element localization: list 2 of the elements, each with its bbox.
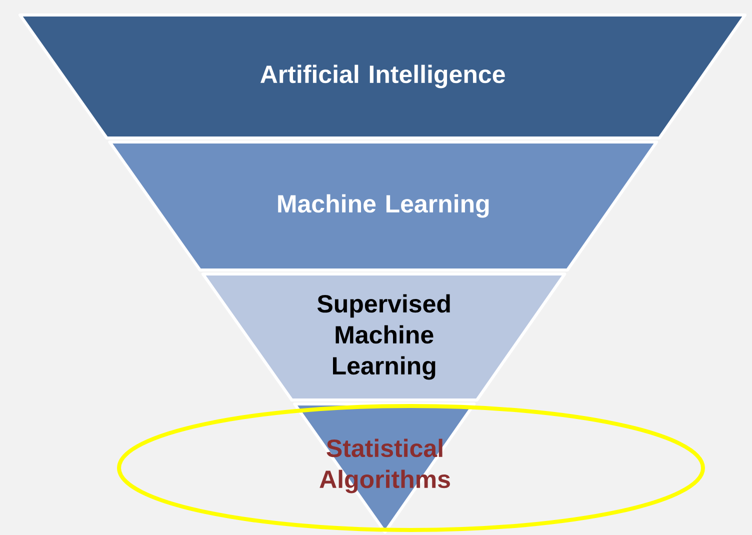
funnel-band: Supervised Machine Learning [201, 272, 566, 402]
funnel-band: Machine Learning [108, 140, 658, 272]
